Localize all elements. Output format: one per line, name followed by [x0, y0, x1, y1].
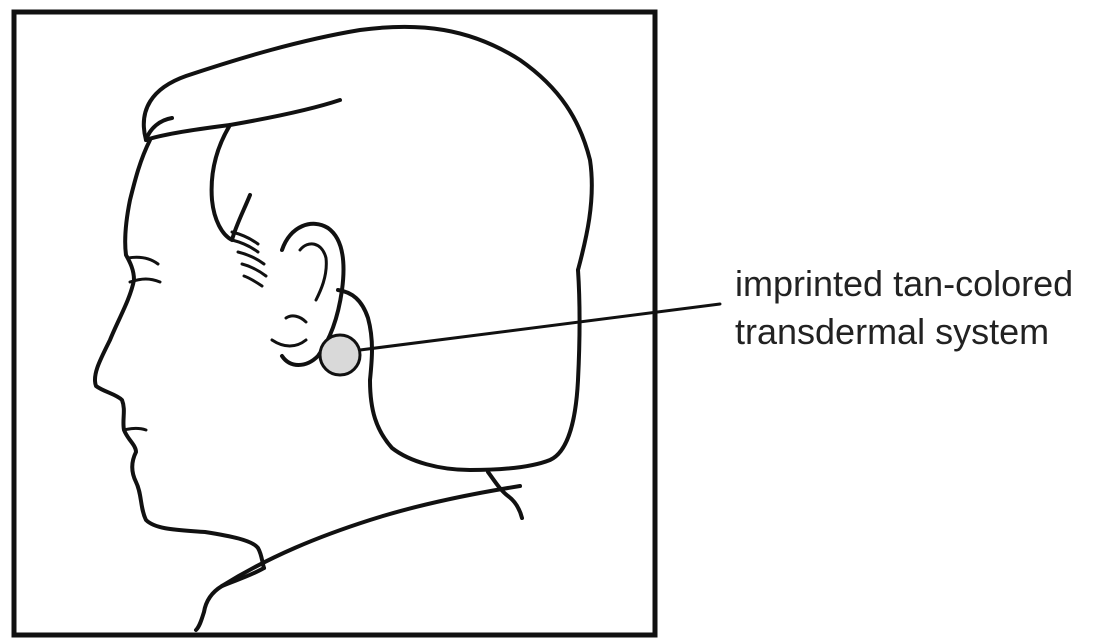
face-profile [95, 140, 264, 568]
ear-tragus [286, 316, 306, 322]
neck-back [488, 472, 522, 518]
callout-label-line-2: transdermal system [735, 311, 1049, 352]
sideburn-hatch-4 [244, 276, 262, 286]
mouth [124, 429, 146, 431]
sideburn-hatch-3 [242, 264, 266, 276]
collar-line [222, 486, 520, 586]
temple-hairline [212, 125, 250, 240]
callout-label-line-1: imprinted tan-colored [735, 263, 1073, 304]
behind-ear-line [338, 270, 580, 470]
sideburn-hatch-2 [238, 252, 264, 264]
eyebrow [128, 257, 158, 264]
shoulder-collar [196, 568, 264, 630]
eye [130, 279, 160, 282]
ear-inner [300, 244, 326, 300]
callout-leader-line [360, 304, 720, 350]
hair-front-line [146, 100, 340, 140]
transdermal-patch [320, 335, 360, 375]
ear-lobe-fold [272, 340, 306, 346]
hair-outline [144, 27, 592, 270]
